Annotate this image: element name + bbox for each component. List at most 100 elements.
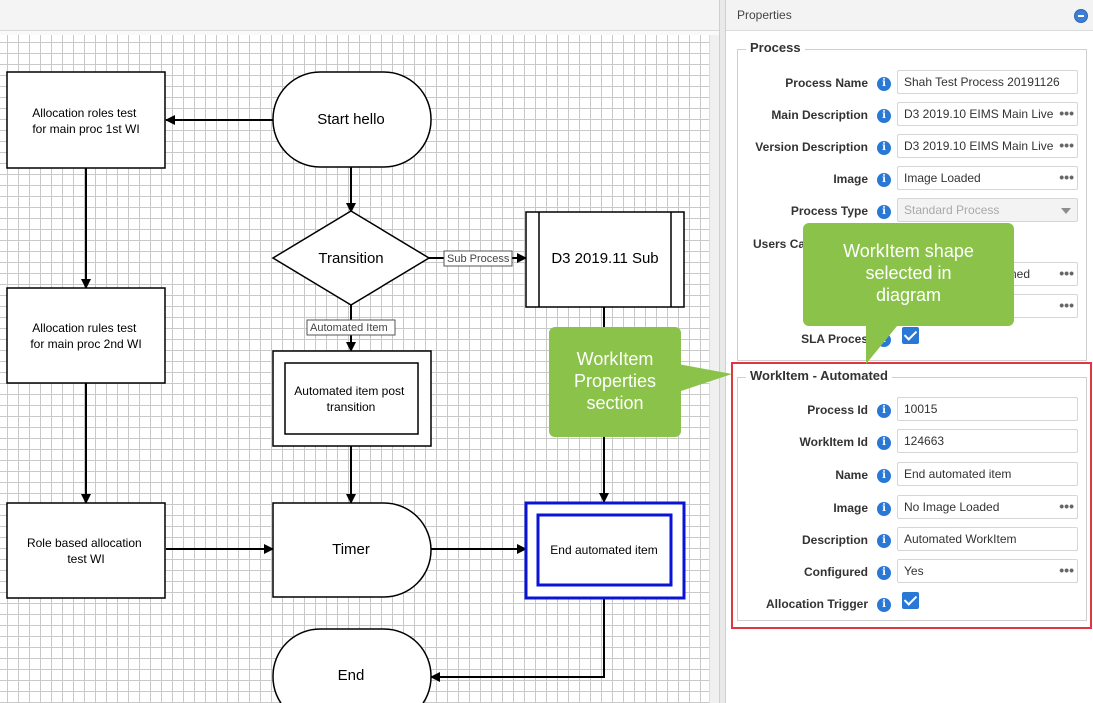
panel-splitter[interactable] xyxy=(719,0,726,703)
info-icon[interactable]: i xyxy=(877,502,891,516)
version-description-input[interactable]: D3 2019.10 EIMS Main Live ••• xyxy=(897,134,1078,158)
users-label-partial: Users Ca xyxy=(753,237,806,251)
shape-timer[interactable]: Timer xyxy=(272,502,432,598)
main-description-input[interactable]: D3 2019.10 EIMS Main Live ••• xyxy=(897,102,1078,126)
info-icon[interactable]: i xyxy=(877,469,891,483)
shape-transition-label: Transition xyxy=(318,250,383,267)
users-field-1-value: ned xyxy=(1010,267,1031,281)
ellipsis-icon[interactable]: ••• xyxy=(1059,265,1074,281)
workitem-name-row: Name i End automated item xyxy=(726,462,1093,488)
properties-panel: Properties Process Process Name i Shah T… xyxy=(726,0,1093,703)
workitem-description-input[interactable]: Automated WorkItem xyxy=(897,527,1078,551)
shape-role-based-allocation-label: Role based allocation test WI xyxy=(27,536,145,566)
workitem-description-row: Description i Automated WorkItem xyxy=(726,527,1093,553)
diagram-canvas[interactable]: Sub Process Automated Item Allocation ro… xyxy=(0,0,719,703)
shape-sub-process[interactable]: D3 2019.11 Sub xyxy=(525,211,685,308)
process-id-row: Process Id i 10015 xyxy=(726,397,1093,423)
shape-automated-post-transition[interactable]: Automated item post transition xyxy=(272,350,432,447)
process-diagram[interactable]: Sub Process Automated Item Allocation ro… xyxy=(0,0,709,703)
shape-start-hello[interactable]: Start hello xyxy=(272,71,432,168)
version-description-label: Version Description xyxy=(755,140,868,154)
workitem-image-input[interactable]: No Image Loaded ••• xyxy=(897,495,1078,519)
info-icon[interactable]: i xyxy=(877,141,891,155)
shape-transition[interactable]: Transition xyxy=(271,210,431,306)
process-image-input[interactable]: Image Loaded••• xyxy=(897,166,1078,190)
workitem-name-input[interactable]: End automated item xyxy=(897,462,1078,486)
info-icon[interactable]: i xyxy=(877,205,891,219)
shape-alloc-rules-2nd-label: Allocation rules test for main proc 2nd … xyxy=(30,321,141,351)
ellipsis-icon[interactable]: ••• xyxy=(1059,297,1074,313)
workitem-id-label: WorkItem Id xyxy=(799,435,868,449)
connector-label-sub-process[interactable]: Sub Process xyxy=(443,250,513,267)
version-description-row: Version Description i D3 2019.10 EIMS Ma… xyxy=(726,134,1093,160)
configured-row: Configured i Yes••• xyxy=(726,559,1093,585)
info-icon[interactable]: i xyxy=(877,598,891,612)
shape-automated-post-transition-label: Automated item post transition xyxy=(294,384,407,414)
callout-properties-section: WorkItem Properties section xyxy=(549,327,681,437)
version-description-value: D3 2019.10 EIMS Main Live xyxy=(904,139,1054,153)
process-type-value: Standard Process xyxy=(904,203,1000,217)
info-icon[interactable]: i xyxy=(877,173,891,187)
workitem-id-row: WorkItem Id i 124663 xyxy=(726,429,1093,455)
workitem-image-value: No Image Loaded xyxy=(904,500,1000,514)
chevron-down-icon xyxy=(1061,208,1071,214)
connector-label-automated-item-text: Automated Item xyxy=(310,322,388,334)
workitem-id-input[interactable]: 124663 xyxy=(897,429,1078,453)
callout-properties-section-text: WorkItem Properties section xyxy=(573,349,657,413)
shape-alloc-rules-2nd[interactable]: Allocation rules test for main proc 2nd … xyxy=(6,287,166,384)
process-name-label: Process Name xyxy=(785,76,868,90)
ellipsis-icon[interactable]: ••• xyxy=(1059,169,1074,185)
connector-label-automated-item[interactable]: Automated Item xyxy=(306,319,396,336)
process-id-value: 10015 xyxy=(904,402,938,416)
shape-timer-label: Timer xyxy=(332,541,370,558)
callout-shape-selected: WorkItem shape selected in diagram xyxy=(803,223,1014,326)
workitem-name-value: End automated item xyxy=(904,467,1012,481)
process-type-row: Process Type i Standard Process xyxy=(726,198,1093,224)
ellipsis-icon[interactable]: ••• xyxy=(1059,498,1074,514)
canvas-scrollbar[interactable] xyxy=(709,35,719,703)
collapse-icon[interactable] xyxy=(1074,9,1088,23)
ellipsis-icon[interactable]: ••• xyxy=(1059,105,1074,121)
process-name-input[interactable]: Shah Test Process 20191126 xyxy=(897,70,1078,94)
callout-tail-shape xyxy=(866,320,902,364)
allocation-trigger-checkbox[interactable] xyxy=(902,592,919,609)
process-name-row: Process Name i Shah Test Process 2019112… xyxy=(726,70,1093,96)
shape-start-hello-label: Start hello xyxy=(317,111,385,128)
shape-alloc-roles-1st-label: Allocation roles test for main proc 1st … xyxy=(32,106,139,136)
process-image-label: Image xyxy=(833,172,868,186)
info-icon[interactable]: i xyxy=(877,404,891,418)
info-icon[interactable]: i xyxy=(877,436,891,450)
shape-alloc-roles-1st[interactable]: Allocation roles test for main proc 1st … xyxy=(6,71,166,169)
info-icon[interactable]: i xyxy=(877,109,891,123)
sla-process-label: SLA Proces xyxy=(801,332,868,346)
info-icon[interactable]: i xyxy=(877,534,891,548)
info-icon[interactable]: i xyxy=(877,566,891,580)
shape-end-label: End xyxy=(338,667,365,684)
workitem-description-value: Automated WorkItem xyxy=(904,532,1017,546)
configured-input[interactable]: Yes••• xyxy=(897,559,1078,583)
process-type-select[interactable]: Standard Process xyxy=(897,198,1078,222)
workitem-image-row: Image i No Image Loaded ••• xyxy=(726,495,1093,521)
connector-label-sub-process-text: Sub Process xyxy=(447,253,510,265)
process-image-row: Image i Image Loaded••• xyxy=(726,166,1093,192)
info-icon[interactable]: i xyxy=(877,77,891,91)
properties-title: Properties xyxy=(737,8,792,22)
ellipsis-icon[interactable]: ••• xyxy=(1059,137,1074,153)
workitem-image-label: Image xyxy=(833,501,868,515)
process-type-label: Process Type xyxy=(790,204,868,218)
shape-end-automated-item-label: End automated item xyxy=(550,543,657,557)
process-id-label: Process Id xyxy=(807,403,868,417)
sla-process-checkbox[interactable] xyxy=(902,327,919,344)
shape-role-based-allocation[interactable]: Role based allocation test WI xyxy=(6,502,166,599)
main-description-value: D3 2019.10 EIMS Main Live xyxy=(904,107,1054,121)
canvas-toolbar xyxy=(0,0,719,31)
main-description-row: Main Description i D3 2019.10 EIMS Main … xyxy=(726,102,1093,128)
allocation-trigger-label: Allocation Trigger xyxy=(765,597,868,611)
process-id-input[interactable]: 10015 xyxy=(897,397,1078,421)
properties-header: Properties xyxy=(726,0,1093,31)
ellipsis-icon[interactable]: ••• xyxy=(1059,562,1074,578)
connector-end-automated-to-end[interactable] xyxy=(430,599,605,682)
process-legend: Process xyxy=(746,40,805,55)
shape-end[interactable]: End xyxy=(272,628,432,703)
shape-end-automated-item[interactable]: End automated item xyxy=(524,501,686,600)
